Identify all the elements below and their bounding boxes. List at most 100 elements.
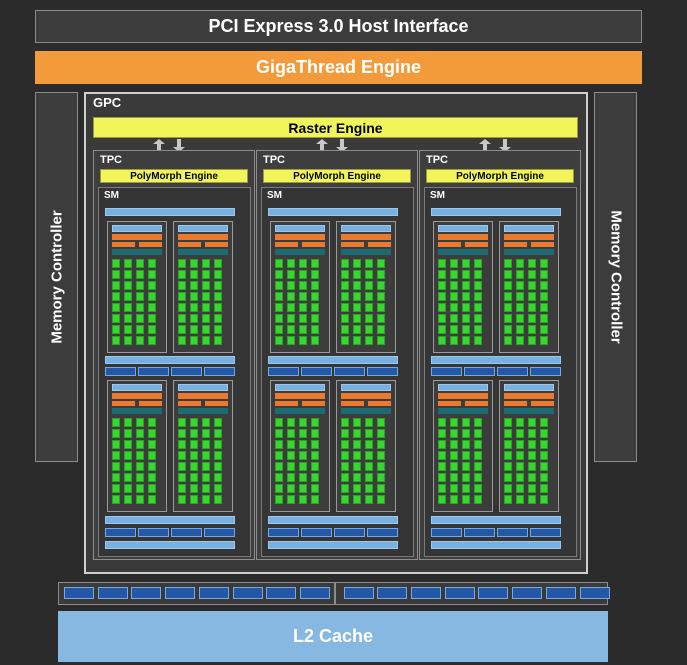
cuda-core	[311, 462, 319, 471]
cuda-core	[178, 259, 186, 268]
cuda-core	[540, 495, 548, 504]
cuda-core	[148, 336, 156, 345]
warp-scheduler	[178, 393, 228, 399]
cuda-core	[311, 484, 319, 493]
cuda-core	[474, 484, 482, 493]
cuda-core	[112, 325, 120, 334]
cuda-core	[462, 418, 470, 427]
pcie-host-interface: PCI Express 3.0 Host Interface	[35, 10, 642, 43]
cuda-core	[474, 451, 482, 460]
register-file	[112, 408, 162, 414]
cuda-core	[516, 462, 524, 471]
cuda-core	[353, 462, 361, 471]
cuda-core	[202, 314, 210, 323]
cuda-core	[438, 462, 446, 471]
cuda-core	[504, 484, 512, 493]
sm-label: SM	[104, 190, 119, 201]
cuda-core	[148, 451, 156, 460]
cuda-core	[202, 462, 210, 471]
cuda-core	[124, 418, 132, 427]
cuda-core	[299, 473, 307, 482]
cuda-core	[504, 292, 512, 301]
cuda-core	[450, 281, 458, 290]
l2-bus-segment	[545, 587, 576, 599]
cuda-core	[540, 314, 548, 323]
cuda-core	[450, 259, 458, 268]
cuda-core	[474, 429, 482, 438]
processing-block	[499, 221, 559, 353]
cuda-core	[377, 429, 385, 438]
cuda-core	[136, 325, 144, 334]
cuda-core	[190, 259, 198, 268]
cuda-core	[528, 336, 536, 345]
cuda-core	[299, 440, 307, 449]
cuda-core	[287, 336, 295, 345]
cuda-core	[124, 462, 132, 471]
instruction-buffer	[178, 384, 228, 391]
cuda-core	[190, 429, 198, 438]
cuda-core	[365, 259, 373, 268]
cuda-core	[528, 462, 536, 471]
texture-unit	[268, 367, 299, 376]
cuda-core	[516, 303, 524, 312]
cuda-core	[214, 462, 222, 471]
cuda-core	[202, 473, 210, 482]
cuda-core	[124, 303, 132, 312]
tex-unit	[138, 528, 169, 537]
dispatch-unit	[139, 401, 162, 406]
cuda-core	[462, 462, 470, 471]
cuda-core	[462, 429, 470, 438]
dispatch-unit	[139, 242, 162, 247]
cuda-core	[438, 484, 446, 493]
cuda-core	[528, 292, 536, 301]
cuda-core	[528, 495, 536, 504]
cuda-core	[190, 495, 198, 504]
cuda-core	[311, 270, 319, 279]
l2-bus-segment	[377, 587, 408, 599]
cuda-core	[124, 484, 132, 493]
cuda-core	[450, 270, 458, 279]
cuda-core	[178, 336, 186, 345]
cuda-core	[516, 473, 524, 482]
texture-unit	[464, 367, 495, 376]
cuda-core	[178, 418, 186, 427]
cuda-core	[214, 303, 222, 312]
cuda-core	[275, 484, 283, 493]
instruction-cache	[105, 208, 235, 216]
cuda-core	[353, 259, 361, 268]
polymorph-engine-label: PolyMorph Engine	[293, 170, 381, 182]
dispatch-unit	[275, 401, 298, 406]
cuda-core	[124, 259, 132, 268]
cuda-core	[275, 325, 283, 334]
cuda-core	[148, 440, 156, 449]
cuda-core	[148, 281, 156, 290]
cuda-core	[377, 259, 385, 268]
cuda-core	[353, 314, 361, 323]
cuda-core	[516, 281, 524, 290]
warp-scheduler	[438, 234, 488, 240]
cuda-core	[540, 336, 548, 345]
cuda-core	[112, 451, 120, 460]
cuda-core	[438, 303, 446, 312]
tex-unit	[464, 528, 495, 537]
cuda-core	[353, 325, 361, 334]
register-file	[275, 408, 325, 414]
cuda-core	[202, 484, 210, 493]
cuda-core	[341, 440, 349, 449]
cuda-core	[136, 270, 144, 279]
cuda-core	[148, 418, 156, 427]
cuda-core	[462, 259, 470, 268]
cuda-core	[341, 325, 349, 334]
l1-cache	[268, 541, 398, 549]
cuda-core	[202, 451, 210, 460]
cuda-core	[190, 292, 198, 301]
polymorph-engine: PolyMorph Engine	[263, 169, 411, 183]
cuda-core	[112, 281, 120, 290]
cuda-core	[474, 440, 482, 449]
l2-bus-segment	[97, 587, 128, 599]
cuda-core	[540, 303, 548, 312]
cuda-core	[136, 484, 144, 493]
l2-bus-segment	[299, 587, 330, 599]
cuda-core	[214, 325, 222, 334]
